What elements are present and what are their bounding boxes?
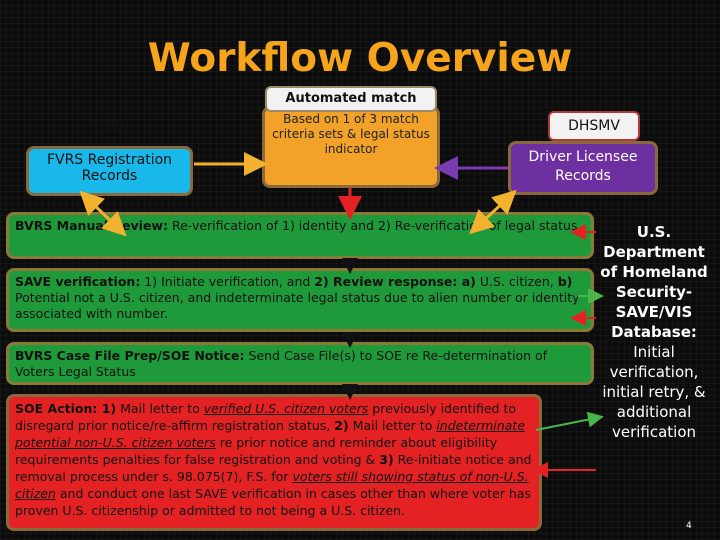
save-verification-lead: SAVE verification: [15, 274, 141, 289]
case-file-prep-lead: BVRS Case File Prep/SOE Notice: [15, 348, 245, 363]
save-verification-b: b) [557, 274, 573, 289]
save-verification-text1: 1) Initiate verification, and [140, 274, 315, 289]
save-verification-text2: 2) Review response: [314, 274, 462, 289]
soe-action-t4: re prior notice and reminder about eligi… [15, 435, 498, 467]
page-title: Workflow Overview [147, 36, 573, 81]
soe-action-i2: indeterminate potential non-U.S. citizen… [15, 418, 525, 450]
save-verification-ta: U.S. citizen, [475, 274, 558, 289]
dhsmv-label: DHSMV [548, 111, 640, 141]
save-verification-box: SAVE verification: 1) Initiate verificat… [6, 268, 594, 332]
case-file-prep-text: Send Case File(s) to SOE re Re-determina… [15, 348, 548, 379]
soe-action-i3: voters still showing status of non-U.S. … [15, 469, 529, 501]
soe-action-t3: Mail letter to [348, 418, 437, 433]
soe-action-i1: verified U.S. citizen voters [203, 401, 369, 416]
save-verification-a: a) [461, 274, 476, 289]
driver-licensee-records-box: Driver Licensee Records [508, 141, 658, 195]
soe-action-n3: 3) [379, 452, 394, 467]
soe-action-t6: and conduct one last SAVE verification i… [15, 486, 531, 518]
dhs-save-vis-text: Initial verification, initial retry, & a… [602, 343, 706, 441]
dhs-save-vis-title: U.S. Department of Homeland Security-SAV… [600, 223, 708, 341]
soe-action-box: SOE Action: 1) Mail letter to verified U… [6, 394, 542, 531]
soe-action-n2: 2) [334, 418, 349, 433]
fvrs-registration-records-box: FVRS Registration Records [26, 146, 193, 196]
automated-match-body: Based on 1 of 3 match criteria sets & le… [262, 106, 440, 188]
page-number: 4 [686, 521, 692, 531]
dhs-save-vis-panel: U.S. Department of Homeland Security-SAV… [594, 222, 714, 512]
soe-action-t2: previously identified to disregard prior… [15, 401, 516, 433]
soe-action-lead: SOE Action: 1) [15, 401, 117, 416]
automated-match-title: Automated match [265, 86, 437, 112]
arrow-dl-review [469, 189, 517, 235]
soe-action-t5: Re-initiate notice and removal process u… [15, 452, 532, 484]
dos-label: DOS [92, 118, 124, 134]
arrow-fvrs-review [79, 190, 127, 237]
save-verification-tb: Potential not a U.S. citizen, and indete… [15, 290, 580, 321]
case-file-prep-box: BVRS Case File Prep/SOE Notice: Send Cas… [6, 342, 594, 385]
automated-match-text: Based on 1 of 3 match criteria sets & le… [272, 112, 430, 156]
soe-action-t1: Mail letter to [116, 401, 204, 416]
arrow-step4-to-dhs-1 [535, 411, 604, 431]
